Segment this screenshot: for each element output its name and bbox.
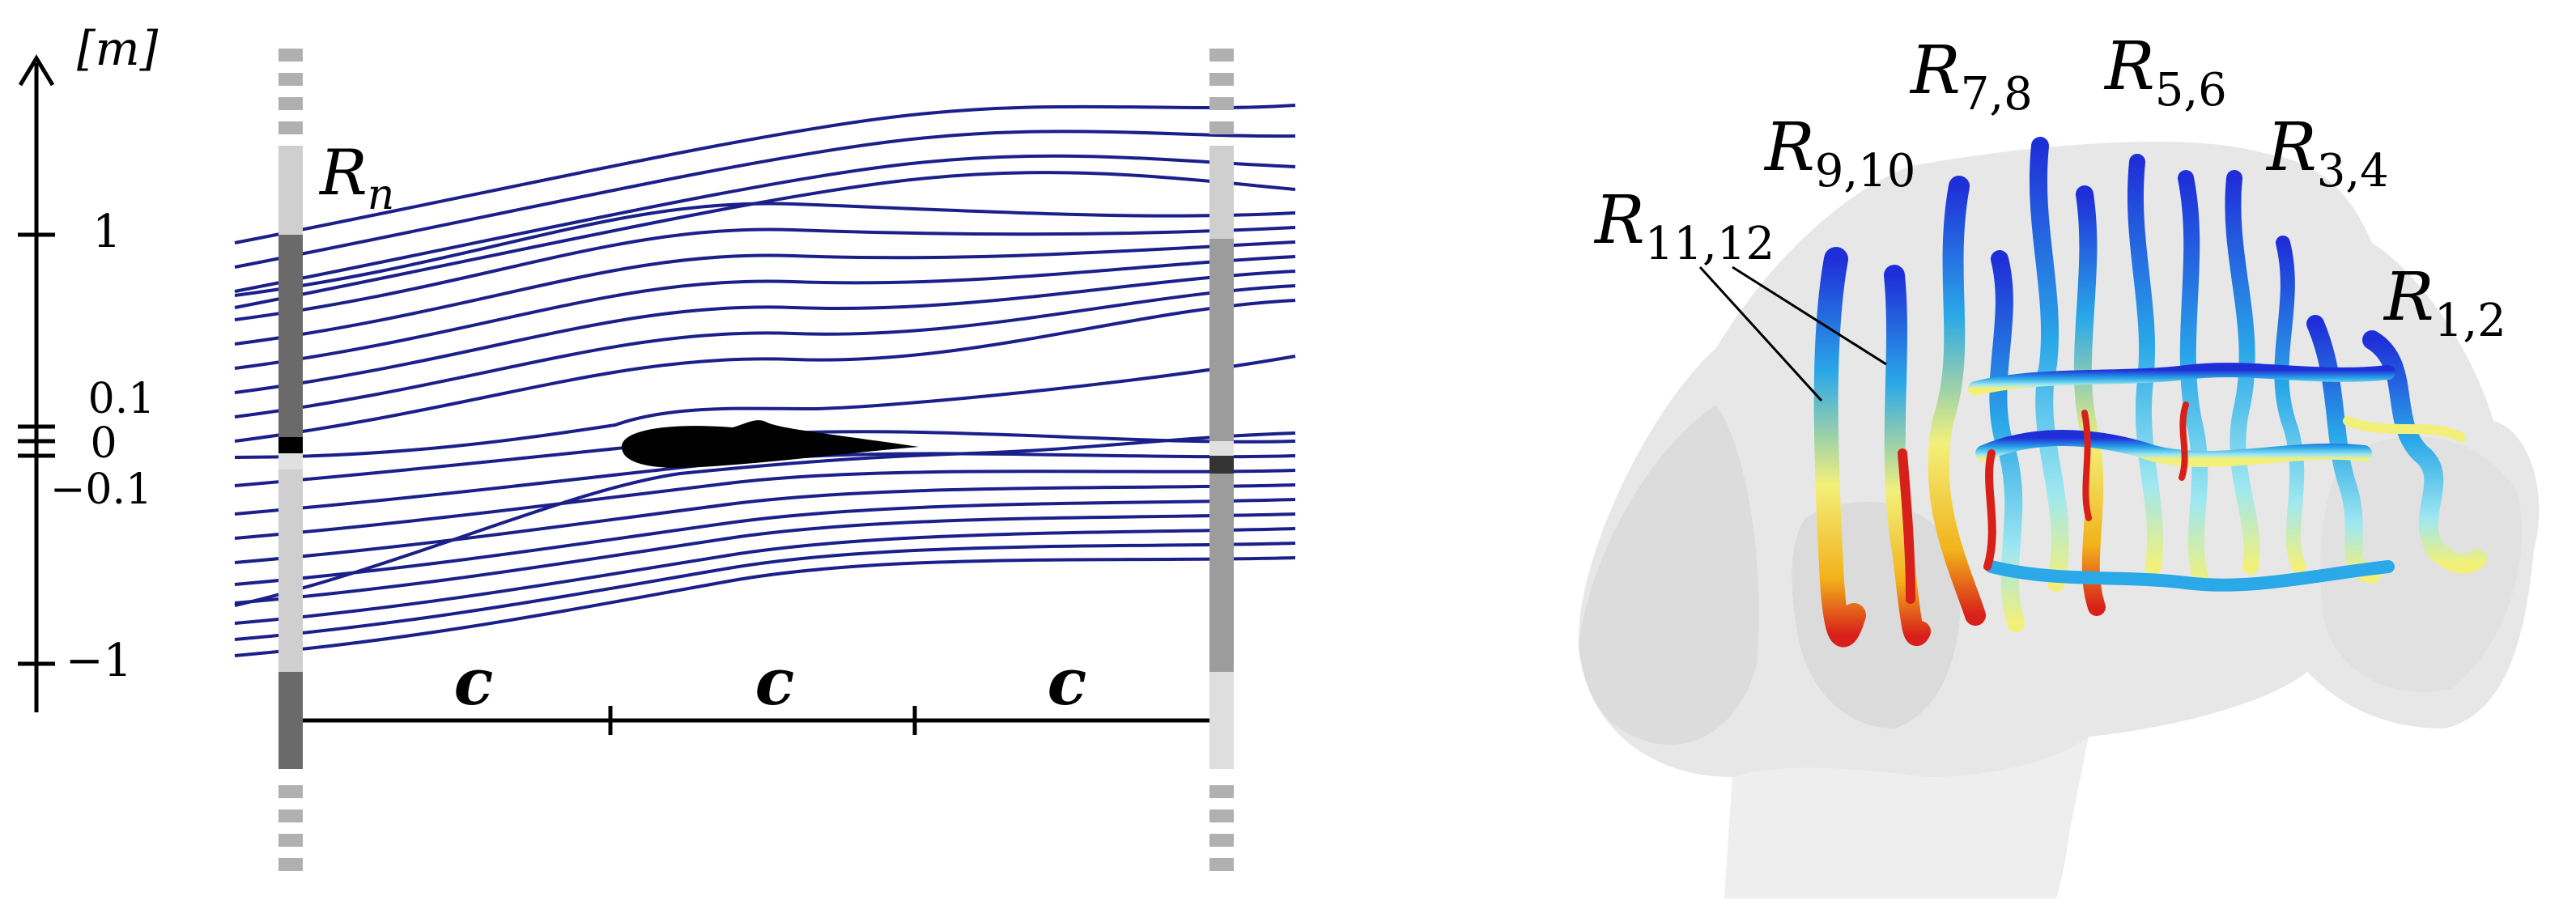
label-r1-2: R1,2 (2383, 259, 2506, 347)
label-r5-6: R5,6 (2103, 28, 2227, 117)
streamline (234, 299, 1296, 443)
streamline (234, 498, 1296, 586)
streamline (234, 527, 1296, 625)
right-panel: R11,12 R9,10 R7,8 R5,6 R3,4 R1,2 (1578, 28, 2540, 899)
streamline (234, 171, 1296, 309)
streamline (234, 556, 1296, 657)
tick-label-minus-0.1: −0.1 (50, 465, 152, 514)
streamline (234, 284, 1296, 419)
streamline (234, 483, 1296, 564)
streamline (234, 469, 1296, 540)
axis-unit-label: [m] (77, 21, 159, 76)
chord-label-3: c (1048, 644, 1087, 720)
streamline (234, 202, 1296, 297)
airfoil (622, 420, 919, 468)
leader-lines (1698, 266, 1887, 402)
streamline (234, 255, 1296, 370)
streamline (234, 355, 1296, 459)
slice-r9-10 (1928, 176, 1986, 626)
label-r7-8: R7,8 (1909, 32, 2033, 121)
chord-scale (303, 706, 1209, 735)
streamline (234, 154, 1296, 293)
streamline (234, 226, 1296, 321)
streamline (234, 104, 1296, 244)
right-probe-bar (1209, 49, 1234, 871)
streamline (234, 452, 1296, 516)
streamlines (234, 104, 1296, 657)
slice-r11-12-inner (1884, 265, 1931, 647)
slice-r3-4-b (2274, 236, 2306, 574)
streamline (234, 512, 1296, 605)
streamline (234, 431, 1296, 607)
tick-label-0: 0 (90, 419, 117, 468)
chord-label-2: c (755, 644, 795, 720)
probe-label-rn: Rn (318, 137, 394, 219)
streamline (234, 270, 1296, 394)
left-panel: [m] 1 0.1 0 −0.1 −1 (18, 21, 1296, 871)
slice-r1-2-b (2362, 330, 2487, 574)
chord-label-1: c (454, 644, 494, 720)
slice-r7-8 (2030, 137, 2069, 592)
streamline (234, 240, 1296, 346)
streamline (234, 542, 1296, 641)
streamline (234, 130, 1296, 269)
tick-label-minus-1: −1 (66, 635, 133, 687)
label-r3-4: R3,4 (2265, 109, 2389, 198)
vertical-axis (18, 54, 55, 712)
slice-r3-4 (2225, 170, 2260, 575)
label-r9-10: R9,10 (1763, 109, 1915, 198)
label-r11-12: R11,12 (1593, 182, 1775, 270)
left-probe-bar (278, 49, 303, 871)
slice-r5-6-b (2178, 170, 2210, 591)
tick-label-0.1: 0.1 (88, 375, 155, 423)
tick-label-1: 1 (92, 206, 121, 258)
